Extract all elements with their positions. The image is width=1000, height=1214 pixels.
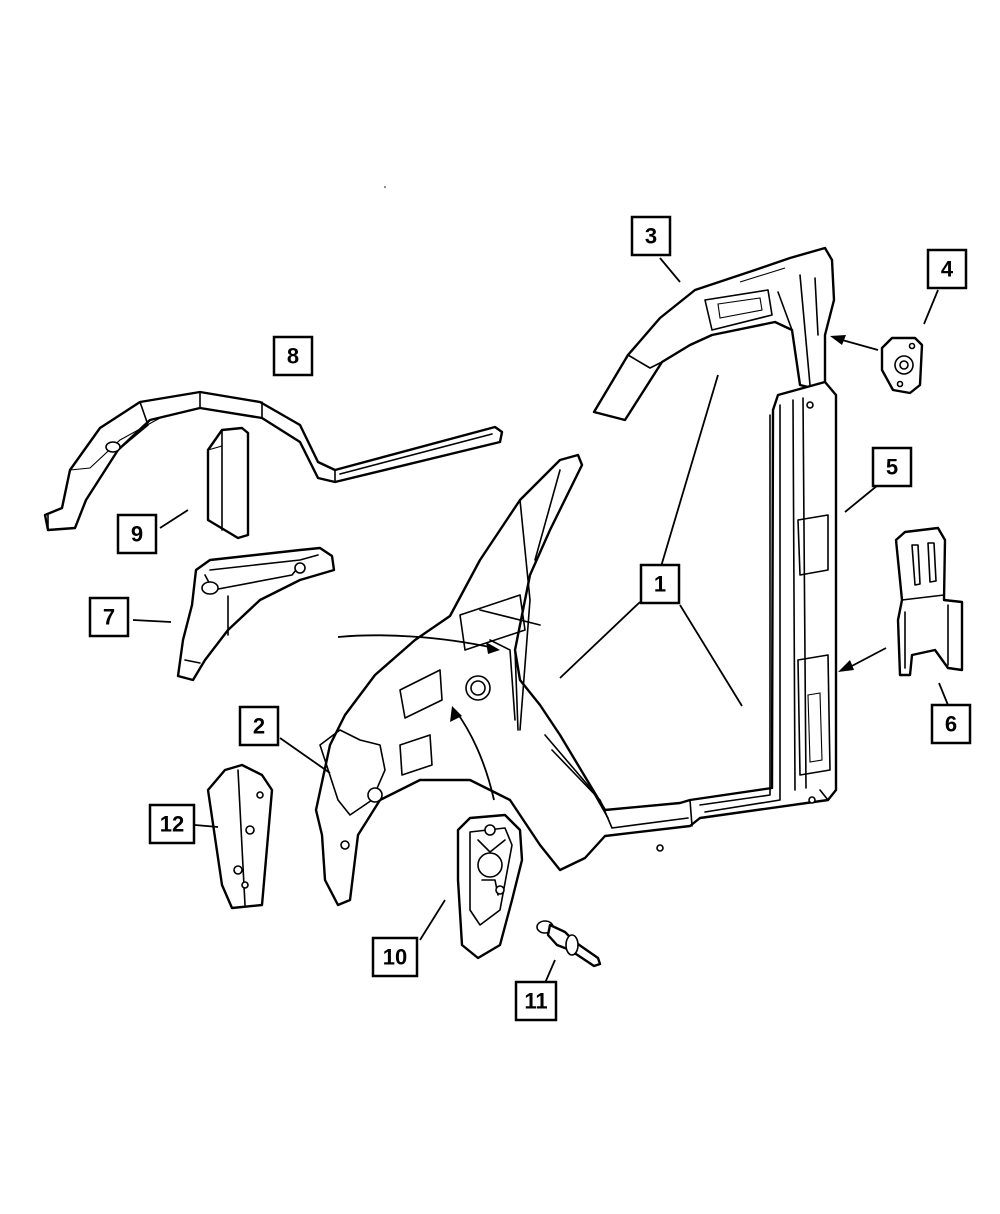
callout-2-label: 2 xyxy=(253,714,265,739)
callout-3-label: 3 xyxy=(645,224,657,249)
stray-dot xyxy=(384,186,386,188)
callout-8-label: 8 xyxy=(287,344,299,369)
callouts: 1 2 3 4 5 6 7 8 xyxy=(88,215,972,1022)
callout-10-label: 10 xyxy=(383,945,407,970)
callout-11-label: 11 xyxy=(524,989,547,1014)
callout-4: 4 xyxy=(926,248,968,290)
leader-lines xyxy=(132,257,951,984)
callout-11: 11 xyxy=(514,980,558,1022)
part-1-body-side-aperture xyxy=(314,380,838,907)
part-8-upper-rail xyxy=(43,390,504,532)
part-6-pillar-bracket xyxy=(894,526,964,677)
callout-5-label: 5 xyxy=(886,455,898,480)
callout-8: 8 xyxy=(272,335,314,377)
part-7-apron-bracket xyxy=(176,546,336,682)
part-4-hinge-plate xyxy=(880,336,924,395)
part-12-support-bracket xyxy=(206,763,274,910)
callout-12: 12 xyxy=(148,803,196,845)
callout-7: 7 xyxy=(88,596,130,638)
callout-12-label: 12 xyxy=(160,812,184,837)
callout-6-label: 6 xyxy=(945,712,957,737)
callout-10: 10 xyxy=(371,936,419,978)
callout-9: 9 xyxy=(116,513,158,555)
part-10-wheelhouse-shield xyxy=(456,813,524,960)
callout-1-label: 1 xyxy=(654,572,666,597)
callout-9-label: 9 xyxy=(131,522,143,547)
callout-2: 2 xyxy=(238,705,280,747)
callout-7-label: 7 xyxy=(103,605,115,630)
part-9-rail-extension xyxy=(206,426,250,540)
part-11-fastener xyxy=(536,920,602,968)
callout-6: 6 xyxy=(930,703,972,745)
callout-3: 3 xyxy=(630,215,672,257)
callout-4-label: 4 xyxy=(941,257,954,282)
part-3-roof-rail xyxy=(592,246,836,422)
callout-1: 1 xyxy=(639,563,681,605)
callout-5: 5 xyxy=(871,446,913,488)
